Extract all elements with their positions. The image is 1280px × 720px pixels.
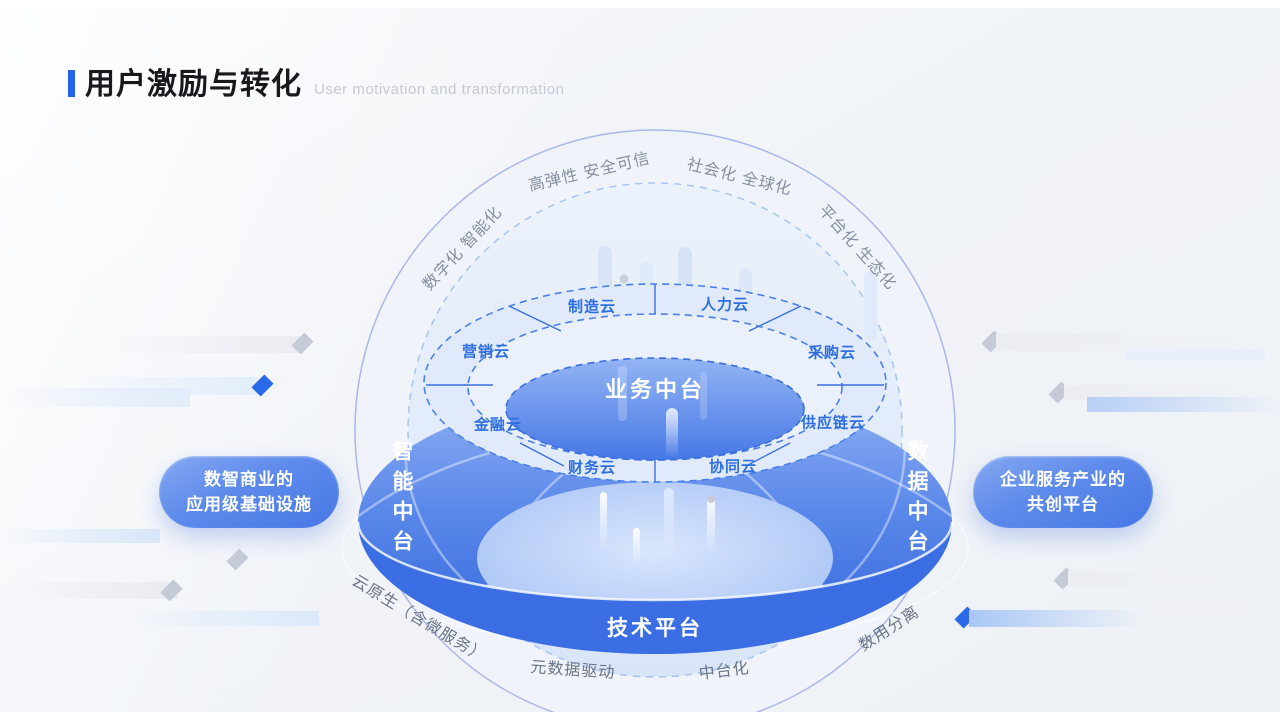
- decoration-bar: [0, 388, 190, 407]
- decoration-bar: [1125, 350, 1265, 361]
- business-center-ellipse: [505, 357, 805, 461]
- decoration-bar: [100, 336, 300, 353]
- decoration-bar: [969, 610, 1141, 627]
- decoration-bar: [47, 552, 337, 567]
- tech-band: [358, 522, 952, 654]
- cloud-label-accounting: 财务云: [567, 459, 617, 477]
- cloud-label-hr: 人力云: [700, 296, 750, 314]
- tech-platform-label: 技术平台: [607, 617, 703, 640]
- bottom-margin: [0, 712, 1280, 720]
- decoration-bar: [131, 611, 319, 626]
- top-margin: [0, 0, 1280, 8]
- left-pillar-label: 智能中台: [390, 440, 413, 560]
- page-title: 用户激励与转化: [85, 68, 302, 101]
- right-pillar-label: 数据中台: [905, 440, 928, 560]
- decoration-bar: [1068, 571, 1258, 587]
- right-callout-line2: 共创平台: [1027, 495, 1099, 514]
- decoration-bar: [0, 529, 160, 543]
- cloud-label-marketing: 营销云: [461, 343, 511, 361]
- cloud-label-collaboration: 协同云: [708, 458, 758, 476]
- ring-dividers: [426, 284, 884, 482]
- header: 用户激励与转化 User motivation and transformati…: [68, 70, 564, 100]
- title-accent-bar: [68, 70, 75, 97]
- cloud-label-finance: 金融云: [473, 416, 523, 434]
- decoration-bar: [1064, 385, 1254, 400]
- left-callout-line1: 数智商业的: [204, 469, 294, 489]
- right-callout-line1: 企业服务产业的: [1000, 469, 1126, 489]
- platform-diagram: [341, 129, 969, 712]
- decoration-bar: [1087, 397, 1280, 412]
- cloud-label-manufacturing: 制造云: [567, 298, 617, 316]
- cloud-ring: [423, 283, 887, 483]
- page-subtitle: User motivation and transformation: [314, 81, 565, 98]
- slide-canvas: 用户激励与转化 User motivation and transformati…: [0, 8, 1280, 712]
- right-callout-pill: 企业服务产业的 共创平台: [973, 456, 1153, 528]
- cloud-label-procurement: 采购云: [807, 344, 857, 362]
- pillar-decoration: [600, 488, 715, 564]
- decoration-bar: [1148, 598, 1250, 615]
- left-callout-pill: 数智商业的 应用级基础设施: [159, 456, 339, 528]
- business-center-label: 业务中台: [604, 377, 706, 402]
- cloud-label-supplychain: 供应链云: [800, 414, 866, 432]
- decoration-bar: [0, 582, 178, 599]
- decoration-bar: [996, 334, 1258, 351]
- left-callout-line2: 应用级基础设施: [186, 495, 312, 514]
